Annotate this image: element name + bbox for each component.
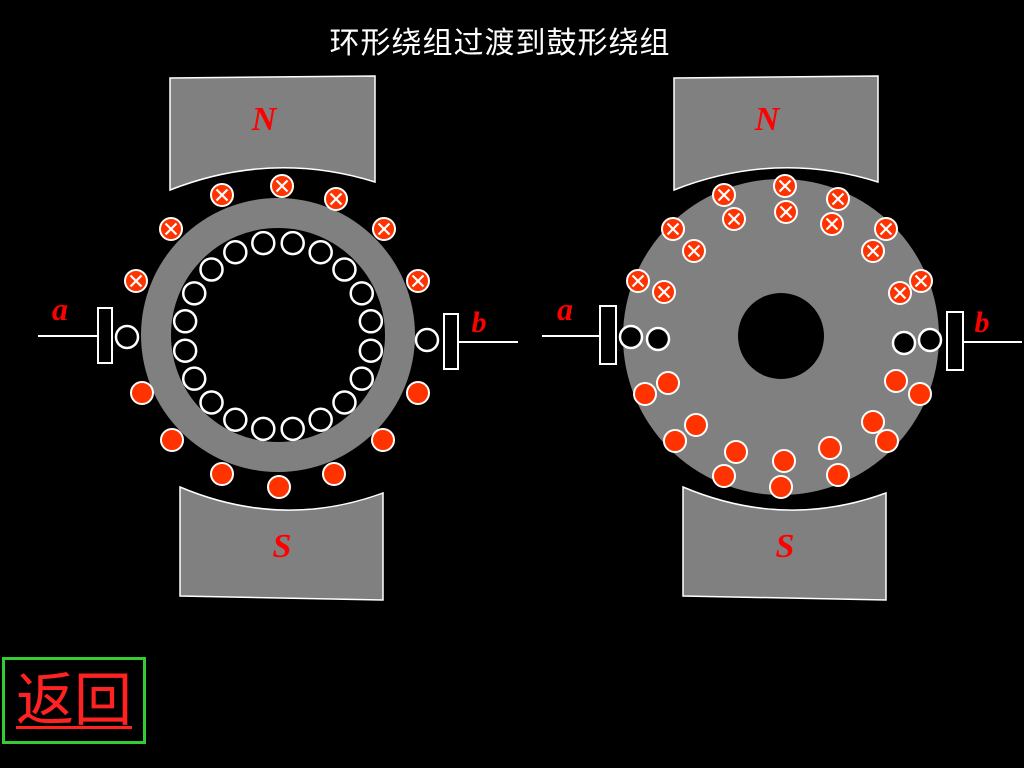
conductor-neutral-icon — [181, 366, 207, 391]
conductor-neutral-icon — [308, 407, 333, 433]
conductor-neutral-icon — [181, 281, 207, 306]
north-label-right: N — [754, 101, 781, 138]
south-pole-right — [682, 485, 887, 601]
brush-b-right — [946, 311, 1022, 371]
conductor-out-of-page-icon — [818, 436, 842, 460]
brush-b-left — [443, 313, 518, 370]
conductor-into-page-icon — [372, 217, 396, 241]
conductor-into-page-icon — [874, 217, 898, 241]
conductor-out-of-page-icon — [712, 464, 736, 488]
conductor-out-of-page-icon — [267, 475, 291, 499]
south-label-right: S — [776, 528, 795, 565]
conductor-into-page-icon — [270, 174, 294, 198]
conductor-neutral-icon — [349, 366, 375, 391]
ring-winding-diagram: N S a b — [38, 75, 518, 601]
conductor-out-of-page-icon — [908, 382, 932, 406]
conductor-out-of-page-icon — [884, 369, 908, 393]
conductor-into-page-icon — [661, 217, 685, 241]
conductor-out-of-page-icon — [322, 462, 346, 486]
conductor-neutral-icon — [199, 257, 224, 282]
back-button[interactable]: 返回 — [2, 657, 146, 744]
conductor-into-page-icon — [210, 183, 234, 207]
brush-b-label-left: b — [472, 306, 487, 339]
conductor-neutral-icon — [358, 338, 384, 363]
conductor-out-of-page-icon — [633, 382, 657, 406]
conductor-out-of-page-icon — [769, 475, 793, 499]
conductor-out-of-page-icon — [371, 428, 395, 452]
conductor-neutral-icon — [917, 327, 943, 353]
conductor-neutral-icon — [618, 324, 644, 350]
conductor-out-of-page-icon — [656, 371, 680, 395]
north-pole-left — [169, 75, 376, 192]
brush-a-left — [38, 307, 113, 364]
conductor-into-page-icon — [888, 281, 912, 305]
conductor-into-page-icon — [820, 212, 844, 236]
conductor-into-page-icon — [826, 187, 850, 211]
conductor-into-page-icon — [652, 280, 676, 304]
conductor-neutral-icon — [358, 309, 384, 334]
drum-shaft-hole — [738, 293, 824, 379]
conductor-neutral-icon — [308, 239, 333, 265]
conductor-neutral-icon — [251, 230, 276, 256]
brush-a-right — [542, 305, 617, 365]
conductor-into-page-icon — [722, 207, 746, 231]
north-label-left: N — [251, 101, 278, 138]
conductor-out-of-page-icon — [875, 429, 899, 453]
conductor-neutral-icon — [332, 257, 357, 282]
conductor-neutral-icon — [891, 330, 917, 356]
conductor-out-of-page-icon — [861, 410, 885, 434]
south-label-left: S — [273, 528, 292, 565]
brush-a-label-left: a — [52, 291, 68, 327]
drum-winding-diagram: N S a b — [542, 75, 1022, 601]
conductor-neutral-icon — [199, 390, 224, 415]
conductor-into-page-icon — [773, 174, 797, 198]
conductor-neutral-icon — [349, 281, 375, 306]
conductor-into-page-icon — [159, 217, 183, 241]
conductor-into-page-icon — [124, 269, 148, 293]
conductor-out-of-page-icon — [826, 463, 850, 487]
conductor-into-page-icon — [406, 269, 430, 293]
south-pole-left — [179, 485, 384, 601]
conductor-out-of-page-icon — [772, 449, 796, 473]
conductor-neutral-icon — [172, 338, 198, 363]
conductor-out-of-page-icon — [684, 413, 708, 437]
ring-core-hole — [171, 228, 385, 442]
conductor-out-of-page-icon — [724, 440, 748, 464]
brush-b-label-right: b — [975, 306, 990, 339]
conductor-neutral-icon — [280, 416, 305, 442]
conductor-neutral-icon — [645, 326, 671, 352]
conductor-out-of-page-icon — [130, 381, 154, 405]
conductor-into-page-icon — [909, 269, 933, 293]
conductor-neutral-icon — [332, 390, 357, 415]
ring-inner-conductors — [172, 230, 384, 442]
north-pole-right — [673, 75, 879, 192]
conductor-out-of-page-icon — [160, 428, 184, 452]
brush-a-label-right: a — [557, 291, 573, 327]
conductor-out-of-page-icon — [663, 429, 687, 453]
conductor-neutral-icon — [172, 309, 198, 334]
conductor-neutral-icon — [223, 407, 248, 433]
conductor-into-page-icon — [712, 183, 736, 207]
conductor-into-page-icon — [861, 239, 885, 263]
conductor-into-page-icon — [774, 200, 798, 224]
conductor-neutral-icon — [414, 327, 440, 353]
conductor-into-page-icon — [626, 269, 650, 293]
conductor-out-of-page-icon — [406, 381, 430, 405]
conductor-out-of-page-icon — [210, 462, 234, 486]
page-title: 环形绕组过渡到鼓形绕组 — [329, 26, 671, 61]
conductor-neutral-icon — [251, 416, 276, 442]
conductor-neutral-icon — [280, 230, 305, 256]
conductor-neutral-icon — [114, 324, 140, 350]
conductor-into-page-icon — [324, 187, 348, 211]
drum-conductors — [618, 174, 943, 499]
conductor-neutral-icon — [223, 239, 248, 265]
ring-outer-conductors — [114, 174, 440, 499]
conductor-into-page-icon — [682, 239, 706, 263]
